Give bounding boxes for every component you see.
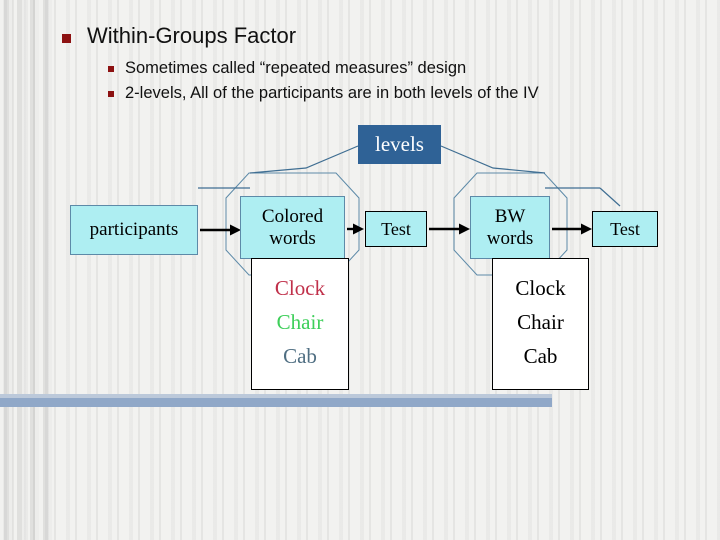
arrow-bw-to-test2 [552, 223, 592, 235]
word-item: Chair [517, 310, 564, 335]
connector-levels-to-colored [249, 145, 359, 174]
arrow-test1-to-bw [429, 223, 470, 235]
arrow-participants-to-colored [200, 224, 241, 236]
word-list-bw: Clock Chair Cab [492, 258, 589, 390]
node-test-2[interactable]: Test [592, 211, 658, 247]
word-item: Chair [276, 310, 324, 335]
node-bw-words[interactable]: BW words [470, 196, 550, 259]
connector-right-stub-2 [599, 187, 621, 207]
word-item: Clock [515, 276, 566, 300]
slide-background-left-band [0, 0, 55, 540]
node-colored-words[interactable]: Colored words [240, 196, 345, 259]
connector-levels-to-bw [440, 145, 546, 174]
word-item: Cab [283, 344, 317, 369]
footer-accent-bar-light [0, 394, 552, 398]
arrow-colored-to-test1 [347, 223, 364, 235]
footer-accent-bar [0, 398, 552, 407]
word-item: Clock [274, 276, 326, 300]
word-item: Cab [523, 344, 558, 369]
page-title: Within-Groups Factor [87, 23, 297, 48]
bullet-text: Sometimes called “repeated measures” des… [125, 59, 467, 77]
levels-label-box: levels [358, 125, 441, 164]
word-list-colored: Clock Chair Cab [251, 258, 349, 390]
square-bullet-icon [62, 34, 71, 43]
bullet-list: Sometimes called “repeated measures” des… [108, 58, 608, 108]
bullet-text: 2-levels, All of the participants are in… [125, 83, 539, 102]
slide-title-row: Within-Groups Factor [62, 23, 297, 48]
square-bullet-icon [108, 66, 114, 72]
square-bullet-icon [108, 90, 114, 97]
node-test-1[interactable]: Test [365, 211, 427, 247]
node-participants[interactable]: participants [70, 205, 198, 255]
list-item: 2-levels, All of the participants are in… [108, 83, 608, 105]
list-item: Sometimes called “repeated measures” des… [108, 58, 608, 80]
